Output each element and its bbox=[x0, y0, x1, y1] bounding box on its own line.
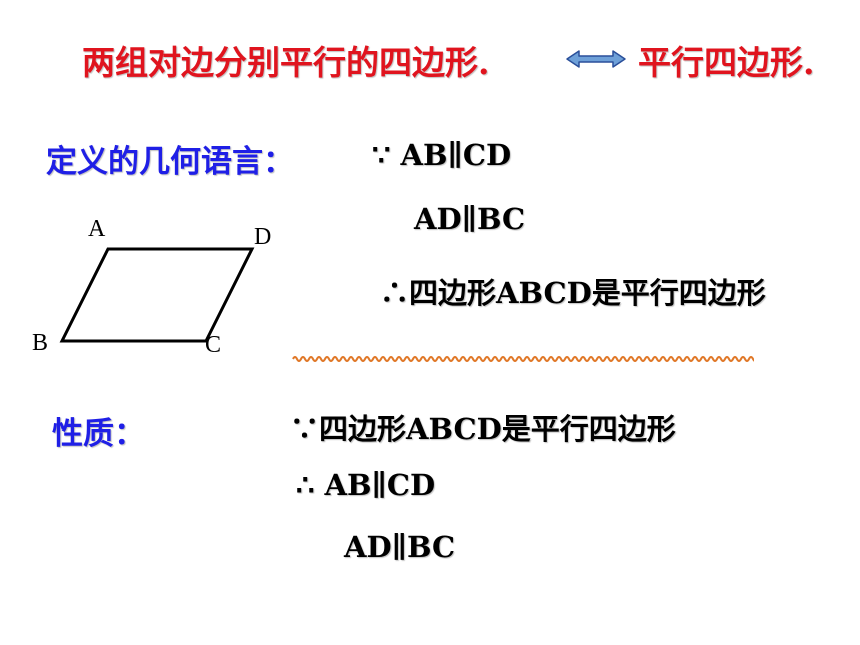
definition-line-2: AD∥BC bbox=[414, 202, 526, 236]
vertex-label-d: D bbox=[254, 224, 272, 250]
wavy-divider bbox=[292, 356, 754, 362]
vertex-label-a: A bbox=[88, 216, 106, 242]
vertex-label-c: C bbox=[205, 332, 222, 358]
property-line-1: ∵四边形ABCD是平行四边形 bbox=[290, 412, 676, 446]
property-line-2: ∴ AB∥CD bbox=[296, 468, 436, 502]
parallelogram-figure bbox=[59, 247, 255, 343]
definition-conclusion: ∴四边形ABCD是平行四边形 bbox=[380, 276, 766, 310]
property-line-3: AD∥BC bbox=[344, 530, 456, 564]
definition-line-1: ∵ AB∥CD bbox=[372, 138, 512, 172]
title-left: 两组对边分别平行的四边形. bbox=[82, 43, 490, 82]
parallelogram-shape bbox=[59, 247, 255, 343]
definition-label: 定义的几何语言： bbox=[46, 144, 294, 180]
vertex-label-b: B bbox=[32, 330, 49, 356]
title-right: 平行四边形. bbox=[638, 43, 815, 82]
property-label: 性质： bbox=[52, 416, 145, 452]
double-arrow-icon bbox=[566, 50, 626, 68]
